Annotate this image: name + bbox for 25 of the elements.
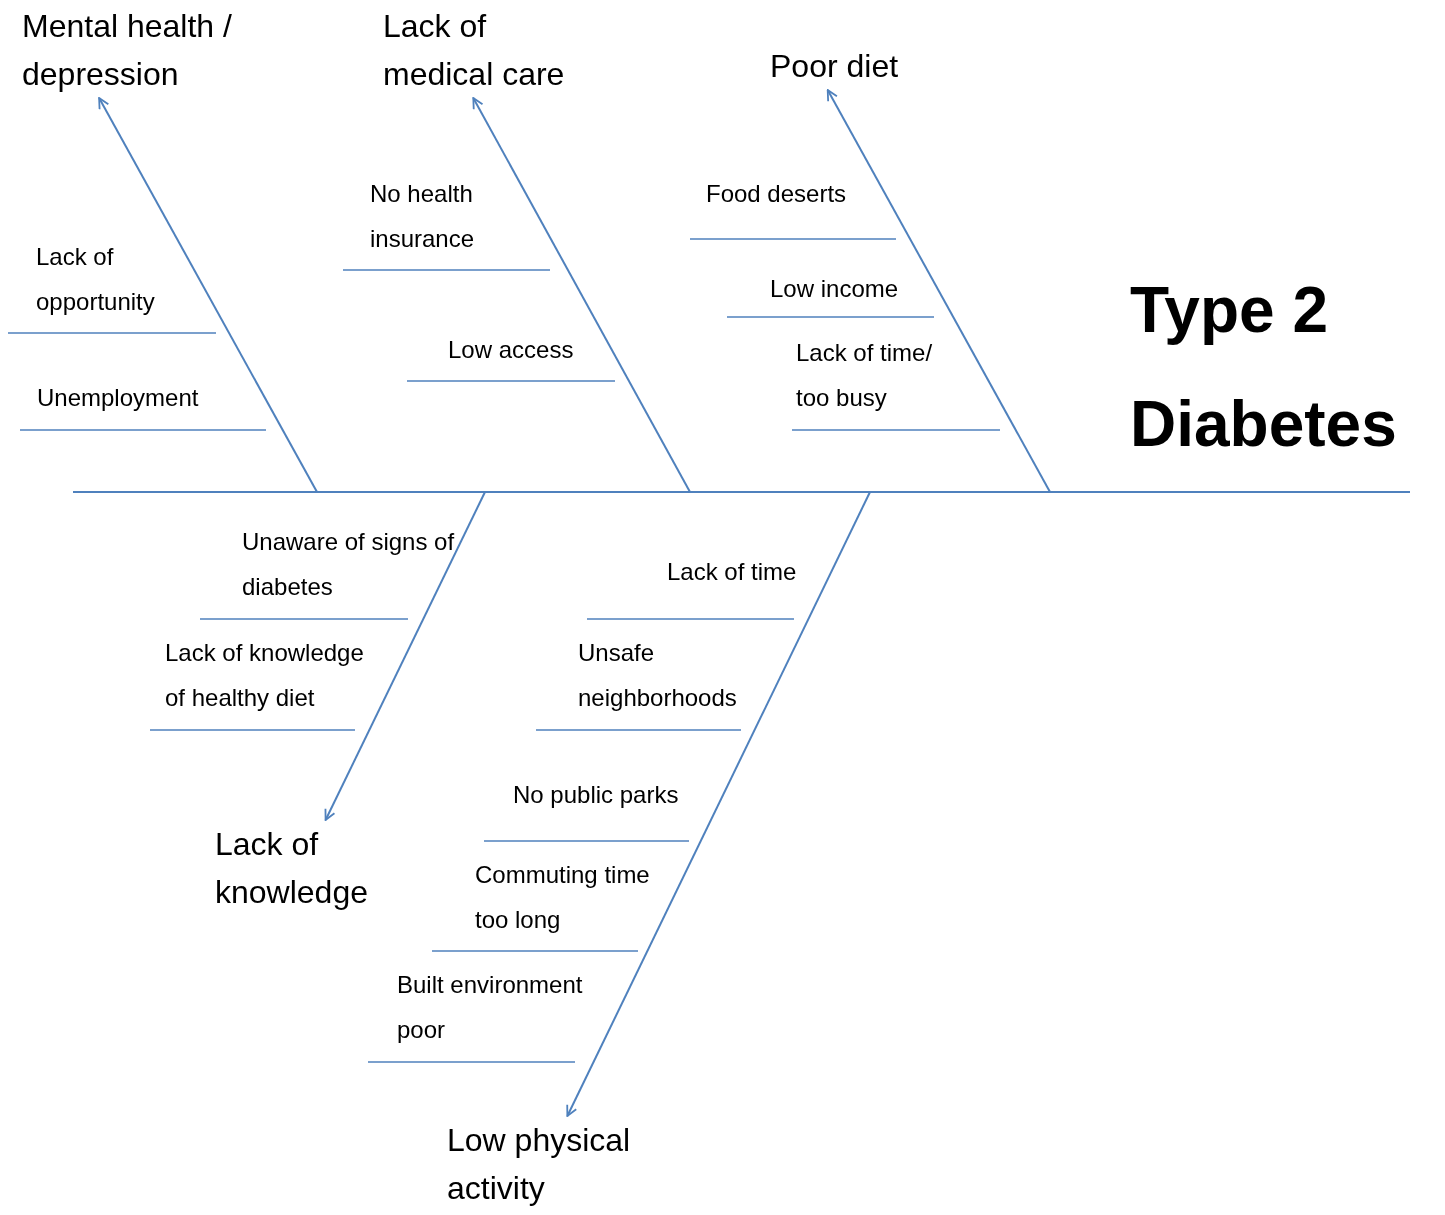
- cause-label: No health insurance: [370, 179, 476, 254]
- cause-label: Built environment poor: [397, 970, 584, 1045]
- cause-label: Lack of time/ too busy: [796, 338, 934, 413]
- category-label: Poor diet: [770, 47, 900, 86]
- bone-arrow: [566, 491, 871, 1117]
- bone-arrow: [324, 491, 486, 821]
- category-label: Low physical activity: [447, 1121, 632, 1208]
- bone-arrow: [98, 97, 318, 493]
- cause-label: Lack of opportunity: [36, 242, 156, 317]
- category-label: Mental health / depression: [22, 7, 233, 94]
- cause-label: Unsafe neighborhoods: [578, 638, 738, 713]
- effect-label: Type 2 Diabetes: [1130, 273, 1398, 462]
- cause-label: Low access: [448, 335, 575, 365]
- cause-label: Unaware of signs of diabetes: [242, 527, 456, 602]
- cause-label: Lack of knowledge of healthy diet: [165, 638, 365, 713]
- category-label: Lack of knowledge: [215, 825, 369, 912]
- cause-label: Commuting time too long: [475, 860, 651, 935]
- cause-label: Lack of time: [667, 557, 798, 587]
- cause-label: Unemployment: [37, 383, 200, 413]
- cause-label: Food deserts: [706, 179, 848, 209]
- bone-arrow: [826, 89, 1051, 493]
- category-label: Lack of medical care: [383, 7, 566, 94]
- cause-label: Low income: [770, 274, 900, 304]
- bone-arrow: [472, 97, 691, 493]
- cause-label: No public parks: [513, 780, 680, 810]
